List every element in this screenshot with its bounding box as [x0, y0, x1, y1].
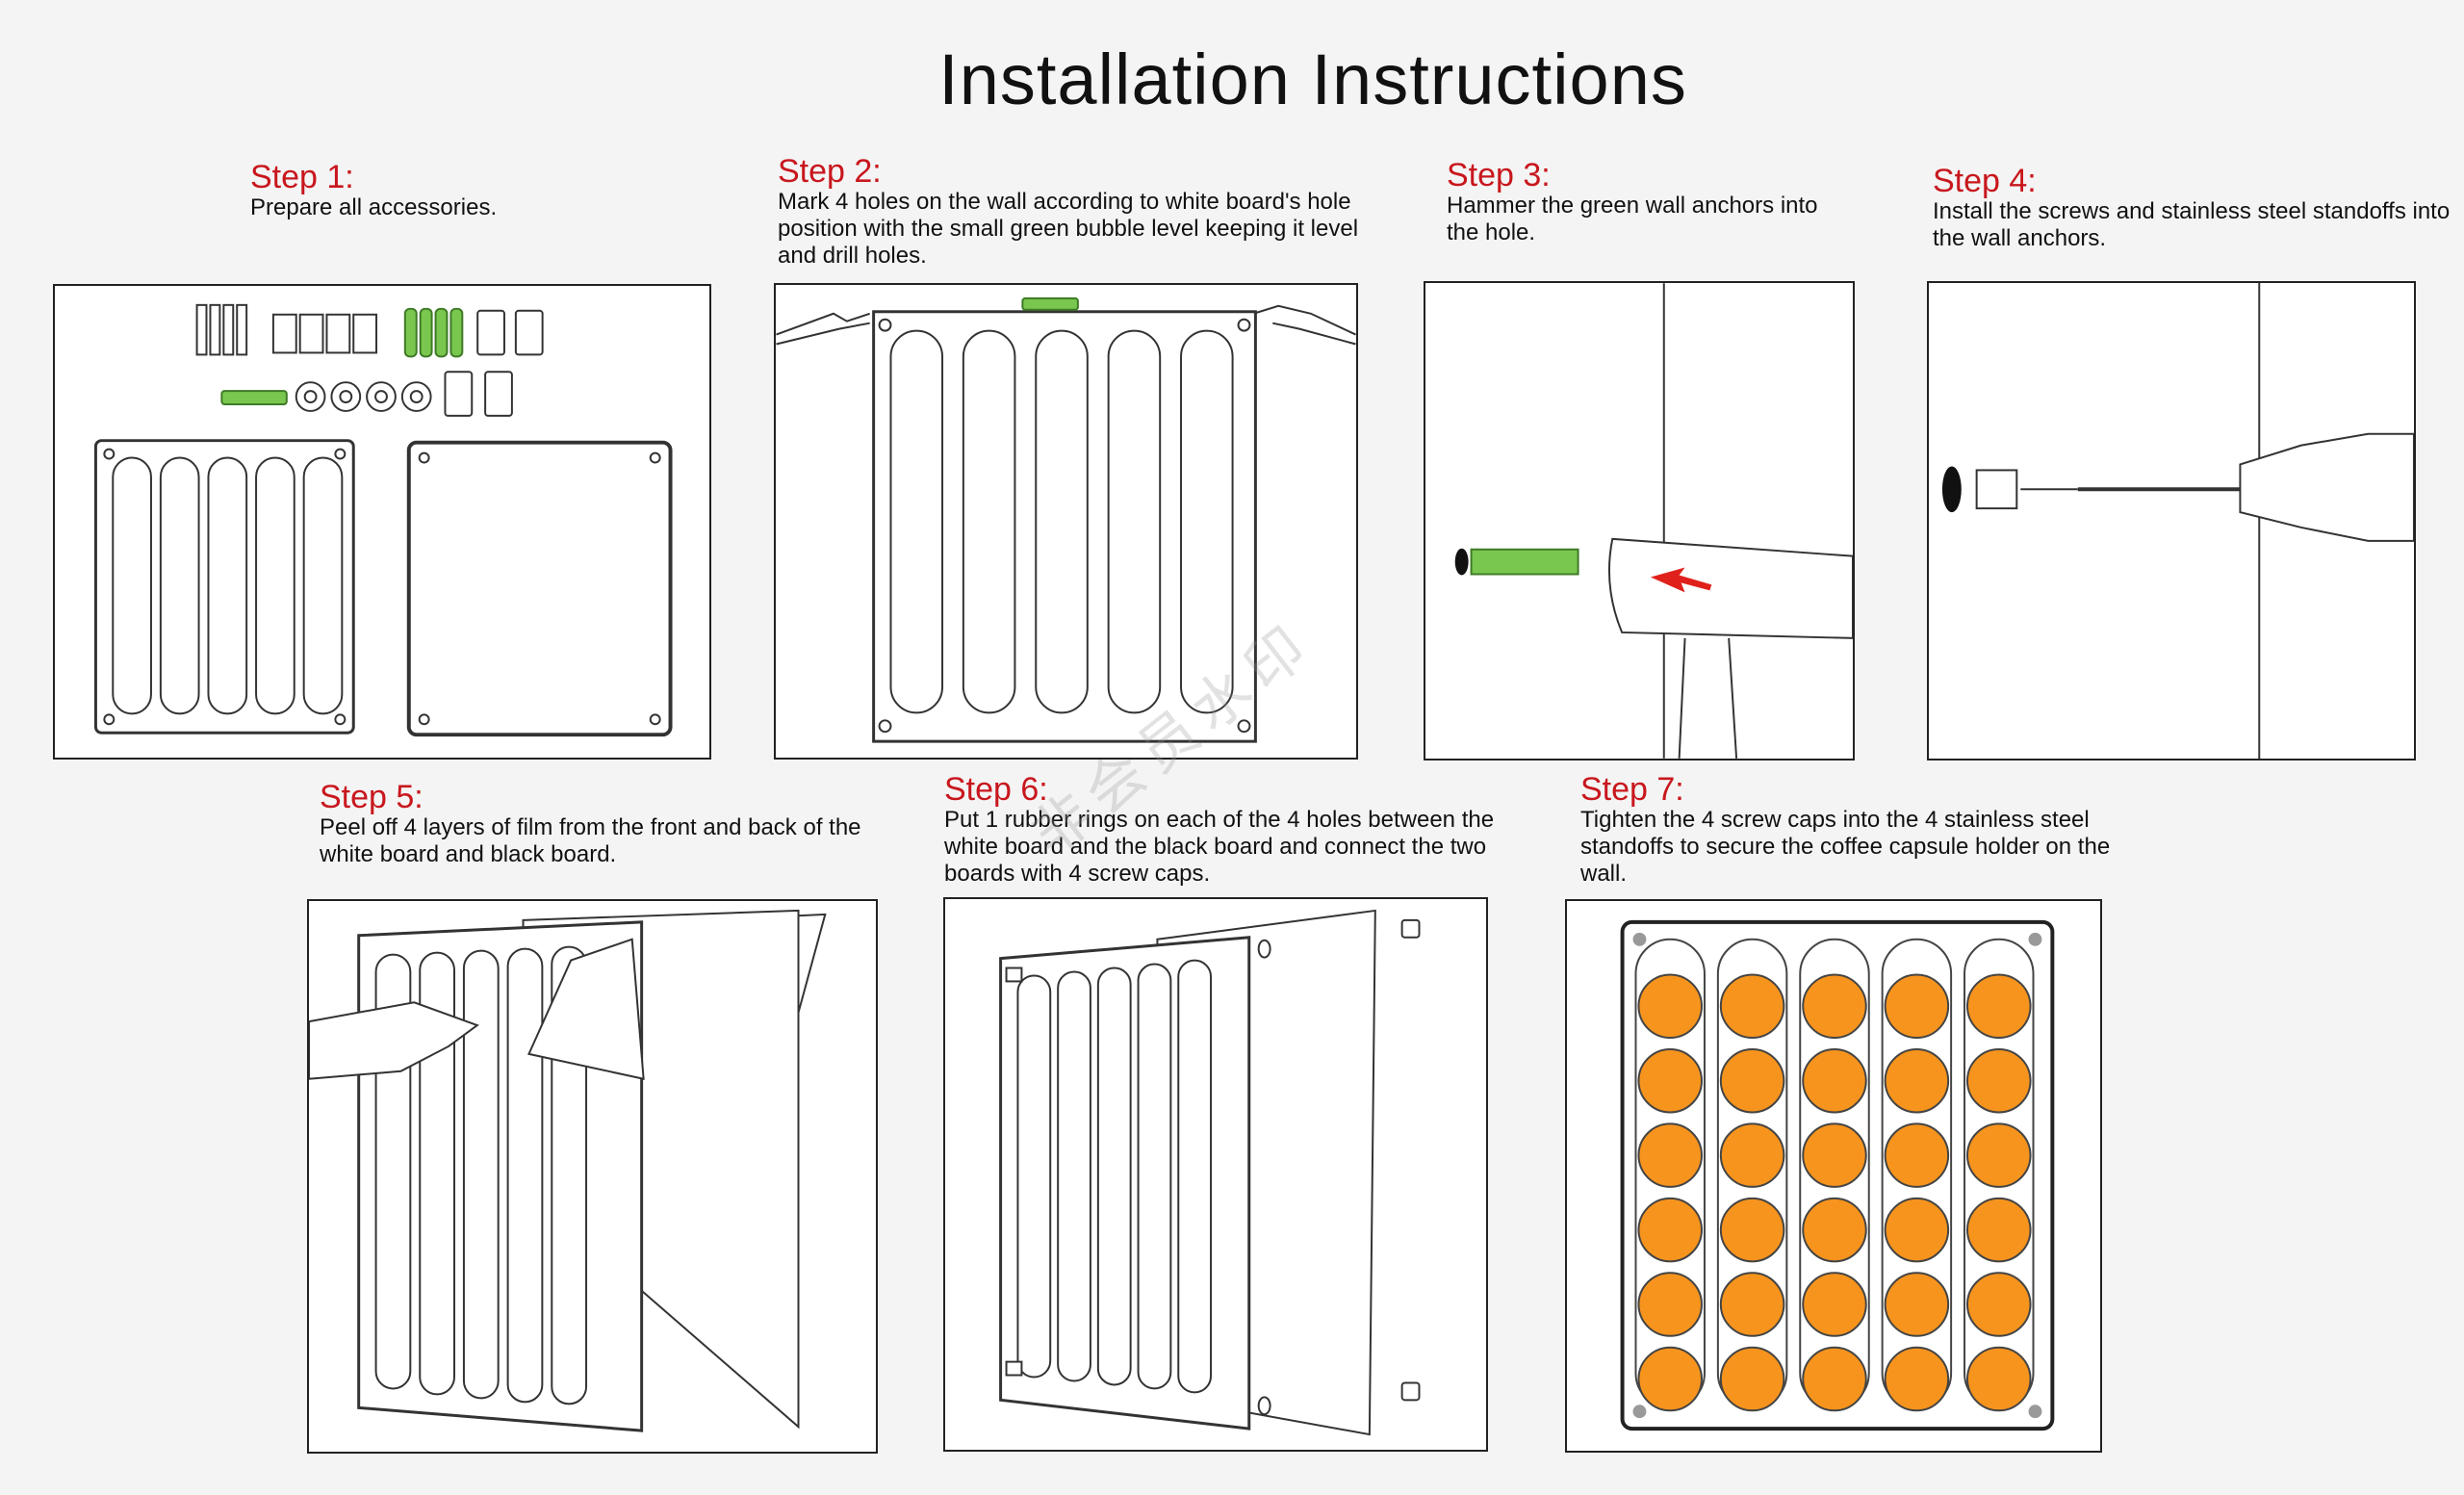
step-6-illustration: [943, 897, 1488, 1452]
coffee-capsule: [1637, 1272, 1703, 1337]
step-6-caption: Step 6: Put 1 rubber rings on each of th…: [944, 772, 1522, 888]
coffee-capsule: [1802, 1346, 1867, 1412]
coffee-capsule: [1719, 1197, 1785, 1263]
coffee-capsule: [1884, 1122, 1950, 1188]
step-5-text: Peel off 4 layers of film from the front…: [320, 814, 861, 867]
green-wall-anchors: [220, 307, 464, 405]
coffee-capsule: [1637, 1346, 1703, 1412]
standoffs: [271, 313, 378, 354]
rubber-rings: [1257, 939, 1271, 1416]
rubber-rings: [295, 381, 432, 412]
white-board-slots: [1016, 959, 1213, 1394]
screw-caps: [1005, 918, 1421, 1402]
standoff: [1975, 469, 2018, 510]
step-1-caption: Step 1: Prepare all accessories.: [250, 160, 828, 221]
hammer: [1607, 537, 1853, 759]
step-4-illustration: [1927, 281, 2416, 760]
hand: [309, 1001, 479, 1080]
connect-boards-drawing: [999, 909, 1421, 1436]
coffee-capsule: [1884, 1047, 1950, 1114]
step-4-heading: Step 4:: [1933, 163, 2037, 199]
bubble-level: [1021, 296, 1079, 311]
step-2-illustration: [774, 283, 1358, 760]
step-4-caption: Step 4: Install the screws and stainless…: [1933, 164, 2452, 252]
coffee-capsule: [1637, 1047, 1703, 1114]
screws: [195, 303, 248, 356]
step-3-illustration: [1424, 281, 1855, 760]
coffee-capsule: [1966, 1346, 2032, 1412]
step-4-text: Install the screws and stainless steel s…: [1933, 198, 2451, 251]
coffee-capsule: [1637, 1197, 1703, 1263]
coffee-capsule: [1719, 973, 1785, 1040]
step-5-heading: Step 5:: [320, 779, 424, 815]
coffee-capsule: [1637, 1122, 1703, 1188]
step-5-illustration: [307, 899, 878, 1454]
peel-film-drawing: [309, 909, 827, 1432]
drill: [2239, 432, 2414, 542]
level-and-board-drawing: [776, 296, 1356, 743]
coffee-capsule: [1637, 973, 1703, 1040]
accessories-drawing: [93, 303, 673, 737]
red-arrow-icon: [1650, 567, 1712, 593]
step-3-text: Hammer the green wall anchors into the h…: [1447, 193, 1818, 245]
step-7-illustration: [1565, 899, 2102, 1453]
step-1-text: Prepare all accessories.: [250, 194, 498, 220]
step-1-heading: Step 1:: [250, 159, 354, 195]
step-6-text: Put 1 rubber rings on each of the 4 hole…: [944, 807, 1495, 887]
coffee-capsule: [1719, 1047, 1785, 1114]
coffee-capsule: [1884, 1197, 1950, 1263]
coffee-capsule: [1884, 1346, 1950, 1412]
step-3-caption: Step 3: Hammer the green wall anchors in…: [1447, 158, 1851, 246]
drill-standoff-drawing: [1941, 283, 2414, 759]
capsule-holder-drawing: [1620, 919, 2055, 1431]
step-3-heading: Step 3:: [1447, 157, 1551, 193]
page-title: Installation Instructions: [938, 39, 1687, 119]
coffee-capsule: [1884, 973, 1950, 1040]
white-board-slots: [889, 329, 1234, 714]
coffee-capsule: [1719, 1346, 1785, 1412]
coffee-capsule: [1802, 973, 1867, 1040]
coffee-capsule: [1719, 1122, 1785, 1188]
step-7-caption: Step 7: Tighten the 4 screw caps into th…: [1580, 772, 2158, 888]
coffee-capsule: [1802, 1197, 1867, 1263]
green-anchor: [1470, 548, 1579, 576]
step-5-caption: Step 5: Peel off 4 layers of film from t…: [320, 780, 897, 868]
coffee-capsule: [1719, 1272, 1785, 1337]
coffee-capsule: [1966, 1047, 2032, 1114]
step-2-caption: Step 2: Mark 4 holes on the wall accordi…: [778, 154, 1365, 270]
coffee-capsule: [1966, 1122, 2032, 1188]
coffee-capsule: [1802, 1047, 1867, 1114]
coffee-capsule: [1966, 973, 2032, 1040]
coffee-capsule: [1802, 1122, 1867, 1188]
step-7-heading: Step 7:: [1580, 771, 1684, 808]
coffee-capsule: [1802, 1272, 1867, 1337]
step-6-heading: Step 6:: [944, 771, 1048, 808]
white-board-slots: [112, 456, 344, 715]
coffee-capsule: [1884, 1272, 1950, 1337]
coffee-capsule: [1966, 1197, 2032, 1263]
capsule-grid: [1634, 938, 2035, 1412]
hammer-anchor-drawing: [1454, 283, 1853, 759]
step-2-heading: Step 2:: [778, 153, 882, 190]
coffee-capsule: [1966, 1272, 2032, 1337]
step-1-illustration: [53, 284, 711, 760]
step-2-text: Mark 4 holes on the wall according to wh…: [778, 189, 1359, 269]
peeled-film: [527, 938, 645, 1080]
step-7-text: Tighten the 4 screw caps into the 4 stai…: [1580, 807, 2111, 887]
